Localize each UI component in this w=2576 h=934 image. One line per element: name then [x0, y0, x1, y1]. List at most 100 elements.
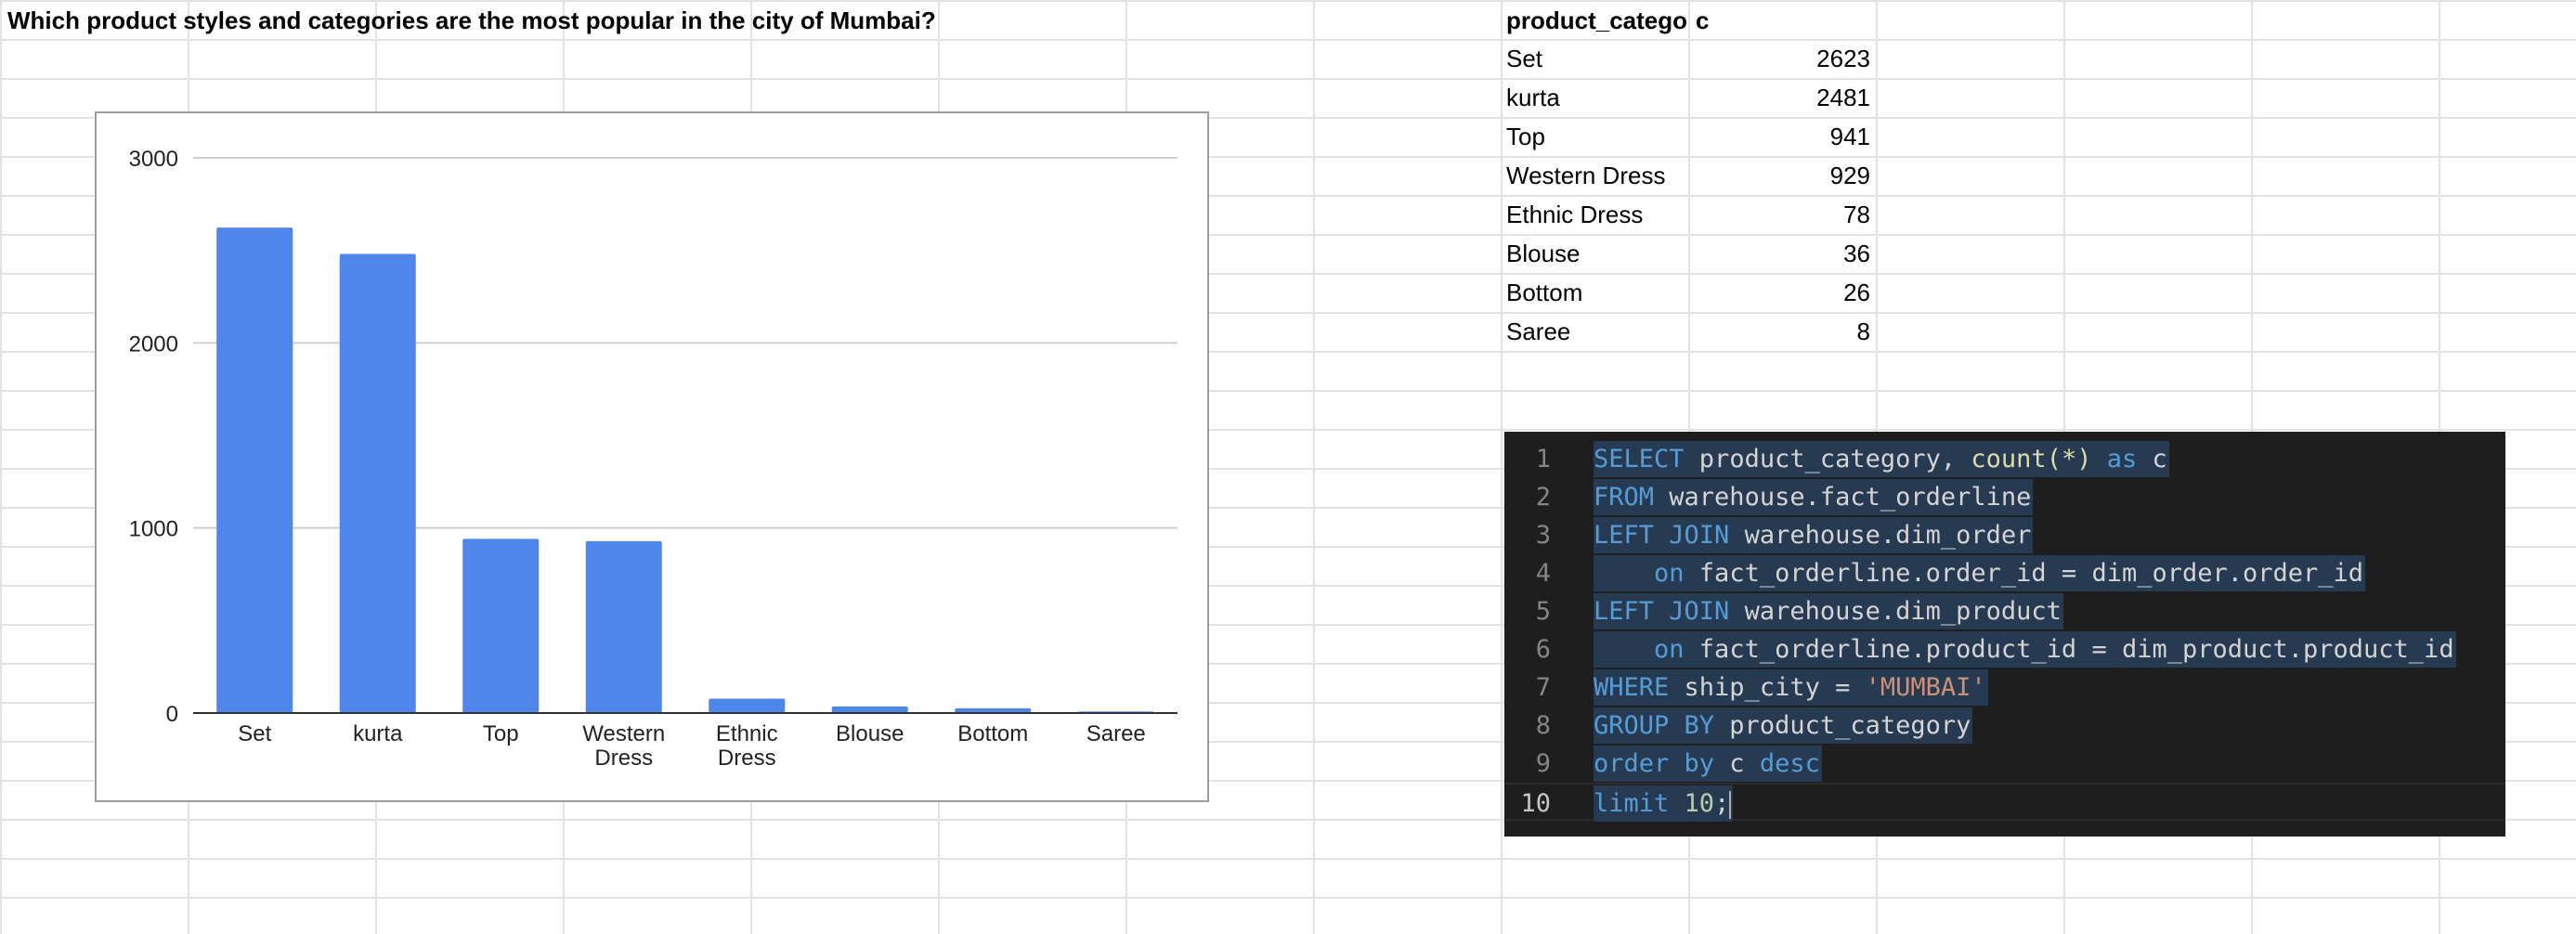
line-number: 3	[1535, 521, 1551, 550]
code-token: count	[1971, 445, 2047, 473]
table-row-count[interactable]: 929	[1829, 162, 1870, 189]
code-token: LEFT JOIN	[1594, 521, 1730, 550]
bar-bottom	[955, 707, 1032, 713]
x-tick-label: Top	[483, 721, 519, 746]
line-number: 2	[1535, 483, 1551, 512]
code-line[interactable]: 2 FROM warehouse.fact_orderline	[1504, 478, 2505, 516]
x-tick-label: Dress	[594, 746, 653, 771]
code-token: LEFT JOIN	[1594, 597, 1730, 626]
table-header-count[interactable]: c	[1696, 6, 1710, 34]
code-text[interactable]: on fact_orderline.order_id = dim_order.o…	[1594, 555, 2366, 591]
code-token: fact_orderline.order_id = dim_order.orde…	[1684, 559, 2364, 588]
code-text[interactable]: LEFT JOIN warehouse.dim_order	[1594, 517, 2034, 553]
x-tick-label: kurta	[353, 721, 403, 746]
x-tick-label: Bottom	[957, 721, 1028, 746]
table-row-category[interactable]: Ethnic Dress	[1506, 201, 1644, 228]
code-token: FROM	[1594, 483, 1655, 512]
bar-western-dress	[585, 540, 662, 713]
x-tick-label: Western	[582, 721, 665, 746]
code-token: ;	[1714, 789, 1730, 818]
code-token: desc	[1759, 749, 1820, 778]
text-cursor	[1729, 790, 1732, 819]
code-token: (*)	[2046, 445, 2092, 473]
code-token: WHERE	[1594, 673, 1670, 702]
x-tick-label: Set	[238, 721, 271, 746]
x-tick-label: Blouse	[836, 721, 904, 746]
code-token: order by	[1594, 749, 1715, 778]
table-row-category[interactable]: Top	[1506, 123, 1545, 150]
table-row-count[interactable]: 2623	[1816, 45, 1870, 72]
table-row-category[interactable]: Set	[1506, 45, 1543, 72]
code-text[interactable]: limit 10;	[1594, 785, 1734, 822]
code-token: c	[1714, 749, 1760, 778]
table-row-count[interactable]: 78	[1843, 201, 1870, 228]
table-row-count[interactable]: 26	[1843, 279, 1870, 306]
code-token: 'MUMBAI'	[1865, 673, 1986, 702]
code-text[interactable]: LEFT JOIN warehouse.dim_product	[1594, 593, 2063, 629]
line-number: 6	[1535, 635, 1551, 664]
x-tick-label: Ethnic	[716, 721, 778, 746]
code-line[interactable]: 5 LEFT JOIN warehouse.dim_product	[1504, 592, 2505, 630]
table-row-count[interactable]: 8	[1856, 318, 1870, 345]
line-number: 4	[1535, 559, 1551, 588]
code-line[interactable]: 3 LEFT JOIN warehouse.dim_order	[1504, 516, 2505, 554]
bar-set	[216, 227, 293, 713]
line-number: 1	[1535, 445, 1551, 473]
code-token: ship_city =	[1669, 673, 1866, 702]
bar-blouse	[831, 706, 908, 713]
code-token: 10	[1684, 789, 1715, 818]
code-text[interactable]: GROUP BY product_category	[1594, 707, 1973, 744]
code-text[interactable]: order by c desc	[1594, 746, 1822, 782]
line-number: 7	[1535, 673, 1551, 702]
code-text[interactable]: SELECT product_category, count(*) as c	[1594, 441, 2169, 477]
table-row-count[interactable]: 36	[1843, 240, 1870, 267]
y-tick-label: 0	[166, 702, 178, 727]
code-token: limit	[1594, 789, 1670, 818]
code-token: fact_orderline.product_id = dim_product.…	[1684, 635, 2454, 664]
table-row-category[interactable]: Saree	[1506, 318, 1571, 345]
y-tick-label: 3000	[129, 147, 178, 172]
code-token: product_category	[1714, 711, 1971, 740]
code-token	[2091, 445, 2106, 473]
table-header-category[interactable]: product_catego	[1506, 6, 1686, 34]
code-line[interactable]: 4 on fact_orderline.order_id = dim_order…	[1504, 554, 2505, 592]
line-number: 10	[1520, 789, 1551, 818]
code-token: warehouse.fact_orderline	[1654, 483, 2032, 512]
code-line[interactable]: 6 on fact_orderline.product_id = dim_pro…	[1504, 630, 2505, 668]
line-number: 8	[1535, 711, 1551, 740]
question-cell[interactable]: Which product styles and categories are …	[7, 6, 936, 34]
code-token	[1594, 559, 1654, 588]
code-text[interactable]: FROM warehouse.fact_orderline	[1594, 479, 2034, 515]
code-token: as	[2106, 445, 2138, 473]
code-token	[1594, 635, 1654, 664]
code-token: GROUP BY	[1594, 711, 1715, 740]
code-token: warehouse.dim_product	[1729, 597, 2062, 626]
table-row-category[interactable]: Bottom	[1506, 279, 1583, 306]
code-token	[1669, 789, 1684, 818]
code-token: on	[1654, 635, 1685, 664]
code-line[interactable]: 1 SELECT product_category, count(*) as c	[1504, 440, 2505, 478]
table-row-count[interactable]: 2481	[1816, 84, 1870, 111]
table-row-category[interactable]: kurta	[1506, 84, 1560, 111]
code-line[interactable]: 8 GROUP BY product_category	[1504, 707, 2505, 745]
code-text[interactable]: WHERE ship_city = 'MUMBAI'	[1594, 669, 1988, 706]
code-token: c	[2137, 445, 2167, 473]
code-line[interactable]: 7 WHERE ship_city = 'MUMBAI'	[1504, 668, 2505, 707]
code-token: warehouse.dim_order	[1729, 521, 2032, 550]
y-tick-label: 2000	[129, 331, 178, 357]
line-number: 5	[1535, 597, 1551, 626]
table-row-category[interactable]: Blouse	[1506, 240, 1581, 267]
code-token: on	[1654, 559, 1685, 588]
table-row-count[interactable]: 941	[1829, 123, 1870, 150]
y-tick-label: 1000	[129, 517, 178, 542]
code-text[interactable]: on fact_orderline.product_id = dim_produ…	[1594, 631, 2456, 668]
bar-kurta	[339, 253, 416, 713]
x-tick-label: Saree	[1086, 721, 1146, 746]
bar-top	[462, 538, 540, 713]
table-row-category[interactable]: Western Dress	[1506, 162, 1666, 189]
